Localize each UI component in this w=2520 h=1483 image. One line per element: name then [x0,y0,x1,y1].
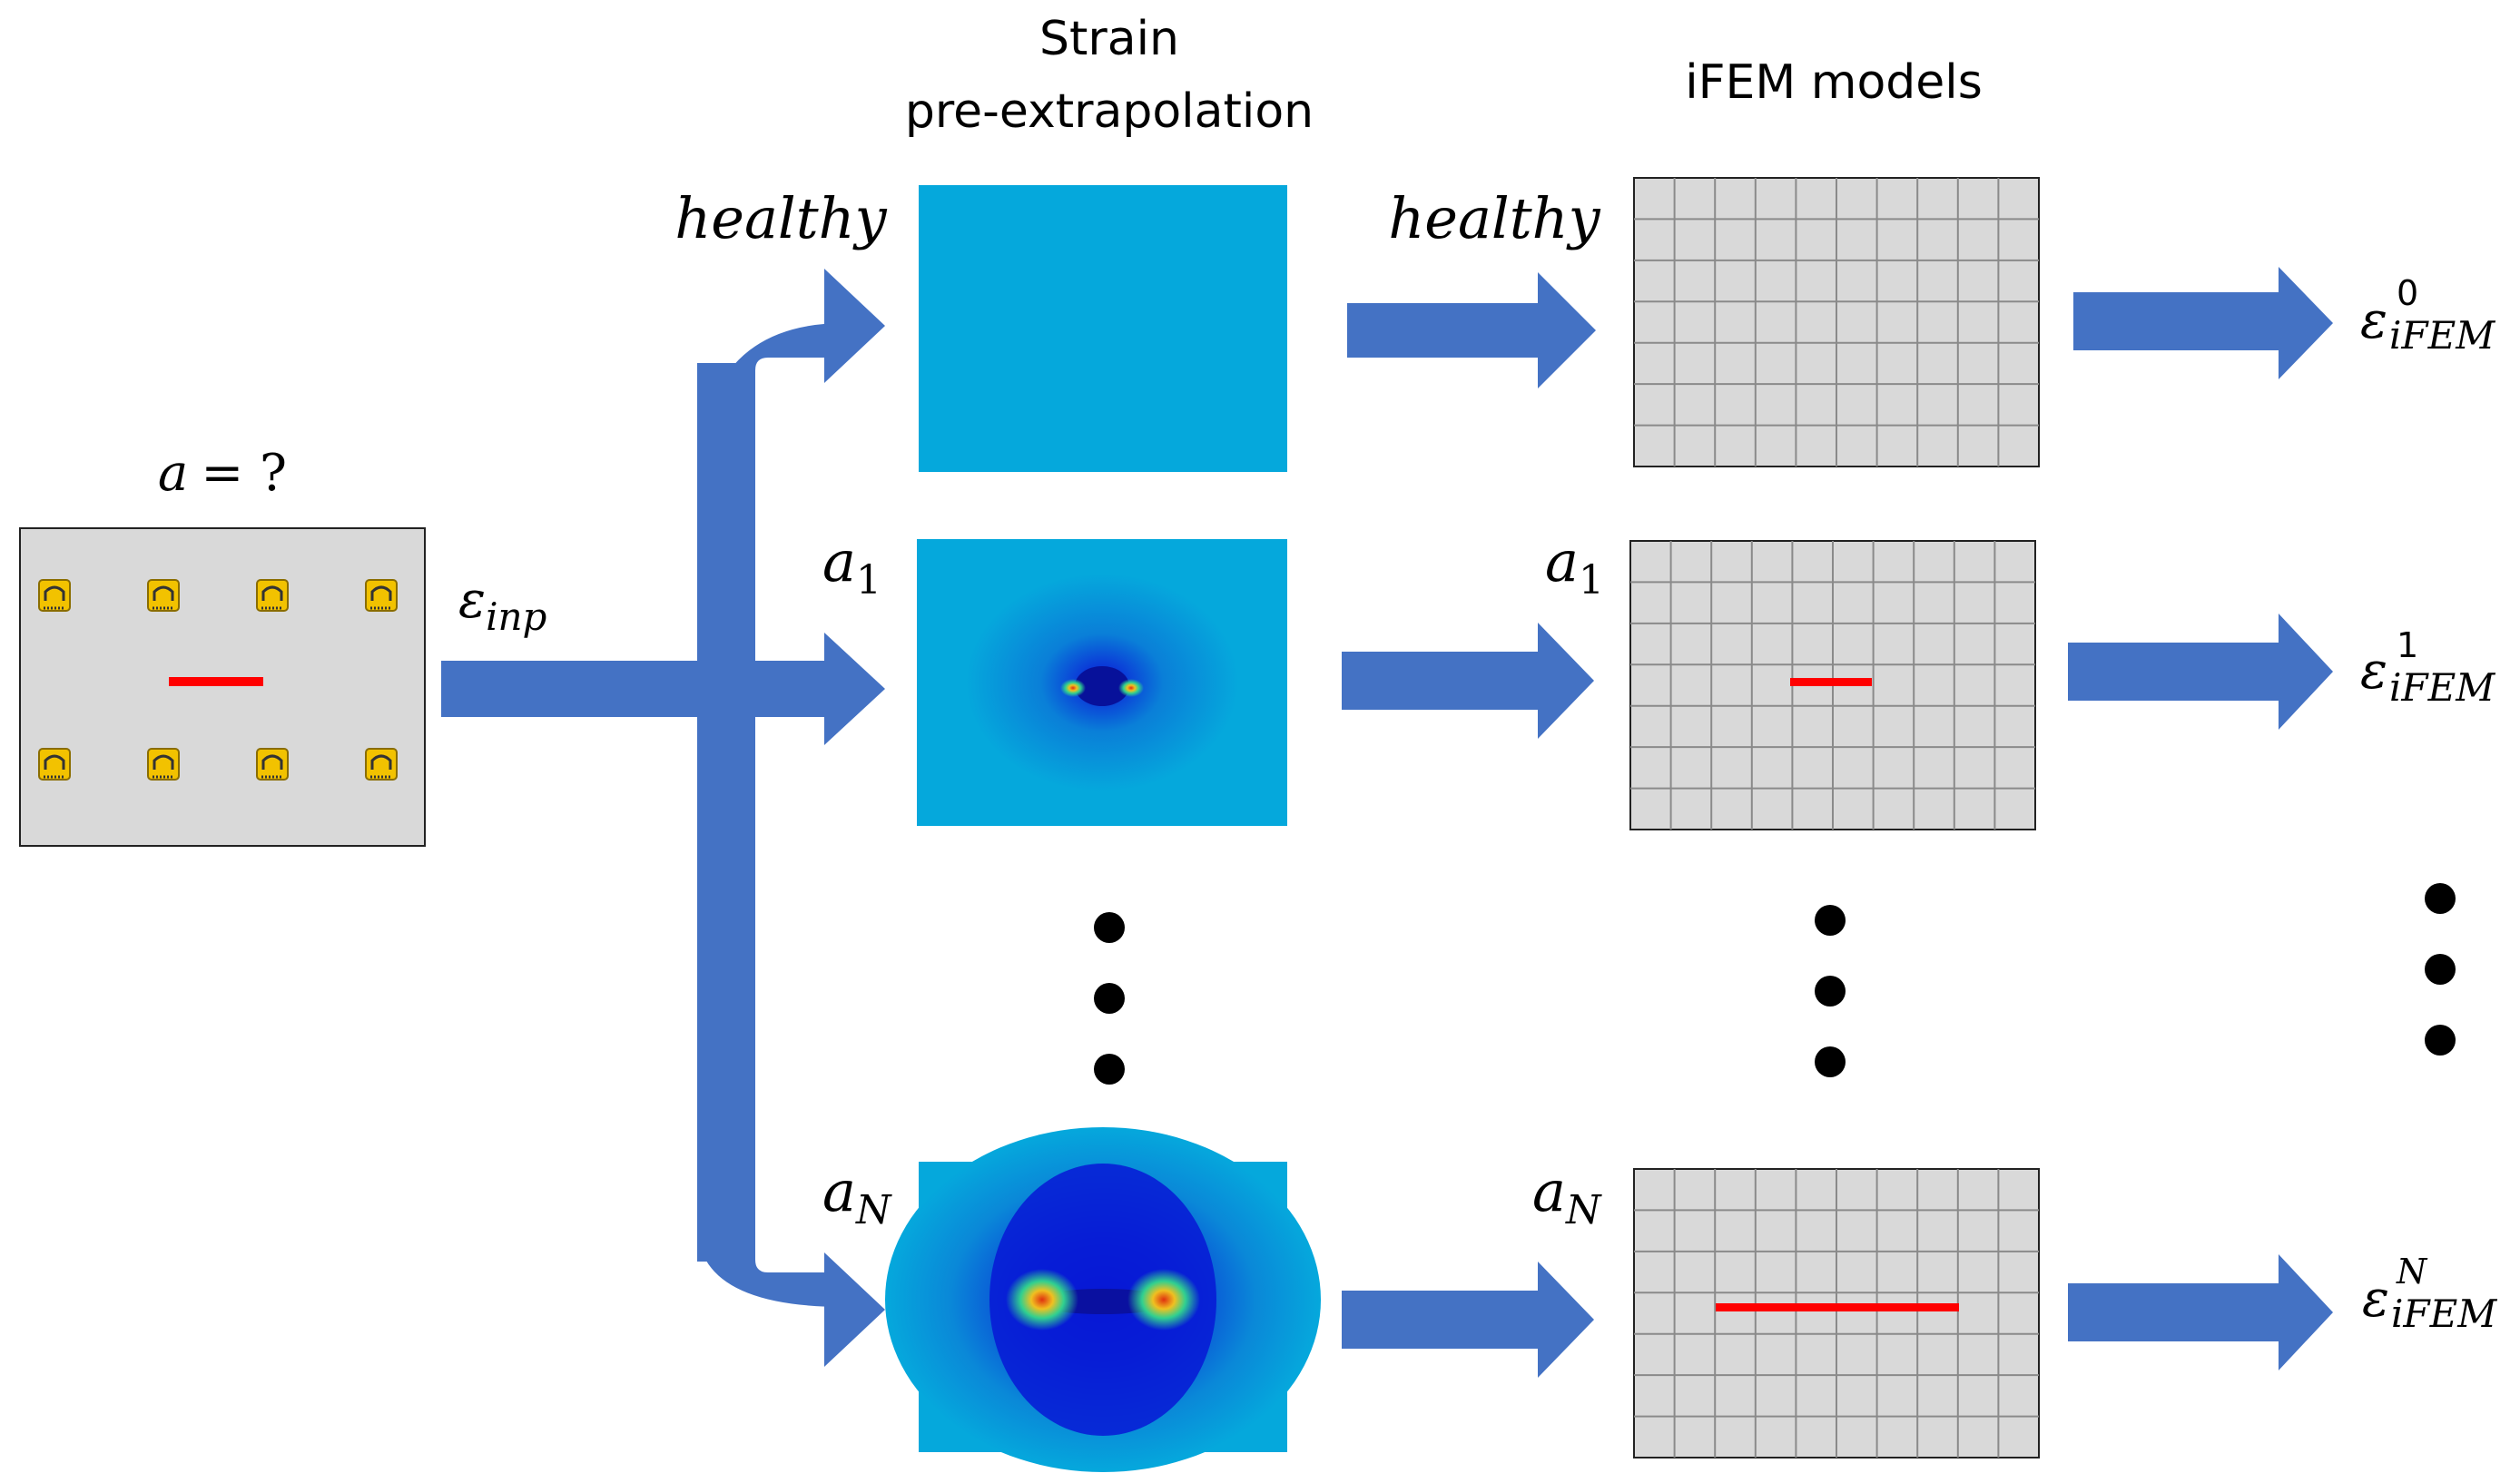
output-label-healthy: ε 0 iFEM [2360,273,2495,358]
arrow-a1-mid [1342,623,1594,739]
shaft-to-a1 [755,661,828,717]
strain-gauge-icon [365,579,398,612]
strain-field-a1 [917,539,1287,826]
strain-gauge-icon [147,748,180,781]
output-label-aN: ε N iFEM [2362,1252,2497,1336]
strain-field-aN [885,1127,1321,1472]
input-strain-label: εinp [458,571,546,639]
strain-field-healthy [919,185,1287,472]
strain-gauge-icon [147,579,180,612]
arrowhead-to-a1 [824,633,885,745]
strain-gauge-icon [38,579,71,612]
ellipsis-strain [1094,912,1125,1085]
label-healthy-ifem: healthy [1388,185,1600,251]
ifem-header: iFEM models [1685,55,1983,110]
arrowhead-to-healthy [824,269,885,383]
output-label-a1: ε 1 iFEM [2360,625,2495,710]
crack-length-question: a= ? [158,444,287,503]
output-superscript: 0 [2397,273,2418,313]
output-symbol: ε [2362,1270,2389,1329]
ifem-crack-aN [1716,1303,1959,1311]
output-symbol: ε [2360,291,2387,350]
arrow-healthy-mid [1347,272,1596,388]
label-aN-ifem: aN [1532,1158,1602,1233]
ifem-crack-a1 [1790,678,1872,686]
arrow-healthy-out [2073,267,2333,379]
unknown-crack [169,677,263,686]
arrow-aN-out [2068,1254,2333,1370]
output-subscript: iFEM [2389,665,2495,710]
strain-gauge-icon [38,748,71,781]
input-plate [19,527,426,847]
distribution-arrow [441,323,844,1307]
label-a1-ifem: a1 [1545,528,1604,604]
arrow-a1-out [2068,614,2333,730]
ellipsis-output [2425,883,2456,1056]
label-a1-strain: a1 [822,528,881,604]
arrow-aN-mid [1342,1262,1594,1378]
strain-gauge-icon [256,748,289,781]
output-superscript: 1 [2397,625,2418,665]
strain-header-line1: Strain [1039,12,1179,66]
ellipsis-ifem [1815,905,1846,1077]
ifem-mesh-healthy [1633,177,2040,467]
strain-gauge-icon [365,748,398,781]
label-aN-strain: aN [822,1158,892,1233]
output-subscript: iFEM [2391,1291,2497,1336]
label-healthy-strain: healthy [674,185,887,251]
arrowhead-to-aN [824,1252,885,1367]
sensor-group [38,579,398,781]
strain-header-line2: pre-extrapolation [905,84,1314,139]
strain-gauge-icon [256,579,289,612]
output-subscript: iFEM [2389,313,2495,358]
output-superscript: N [2396,1252,2428,1291]
ifem-mesh-aN [1633,1168,2040,1458]
output-symbol: ε [2360,642,2387,701]
